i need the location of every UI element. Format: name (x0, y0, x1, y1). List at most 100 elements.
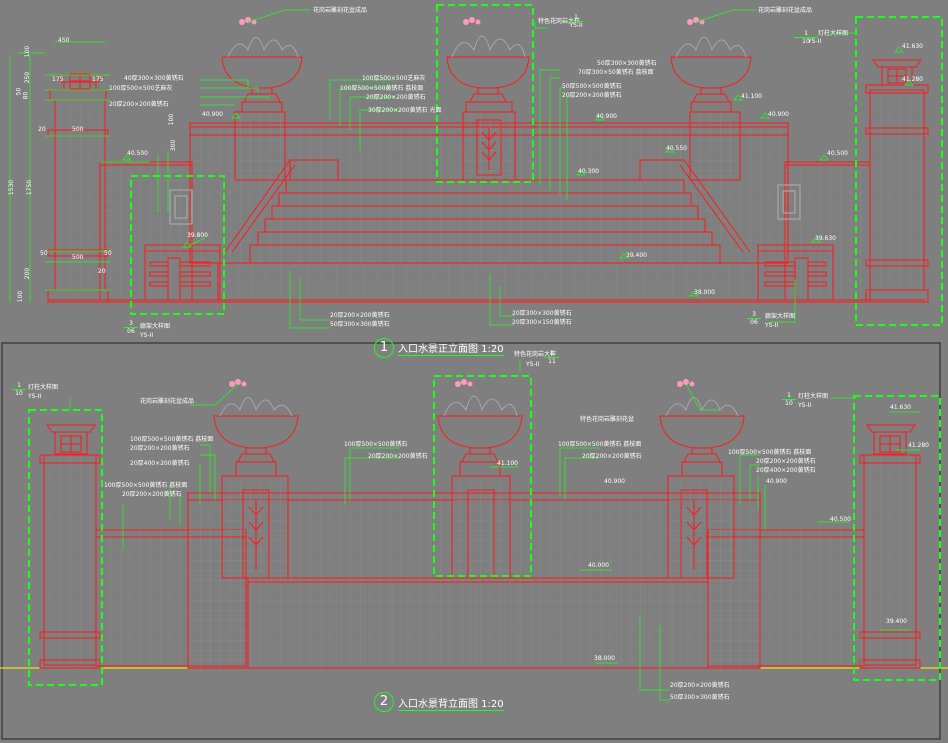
b-ref-left-text: 灯柱大样图 (28, 384, 59, 391)
b-note-c2: 20厚200×200黄锈石 (368, 453, 428, 460)
ref-num: 1 (17, 382, 21, 389)
view-number-1: 1 (374, 338, 394, 358)
note-b3: 20厚300×300黄锈石 (512, 310, 572, 317)
b-elev-40500: 40.500 (830, 516, 851, 523)
dim-20b: 20 (98, 268, 106, 275)
b-note-r3: 100厚500×500黄锈石 荔枝面 (728, 449, 812, 456)
elev-40900-center: 40.900 (596, 113, 617, 120)
note-n1: 40厚300×300黄锈石 (124, 75, 184, 82)
b-elev-38000: 38.000 (594, 655, 615, 662)
b-note-l2: 20厚200×200黄锈石 (130, 445, 190, 452)
b-note-c1: 100厚500×500黄锈石 (344, 441, 408, 448)
elev-40500-right: 40.500 (827, 150, 848, 157)
dim-50a: 50 (15, 87, 23, 96)
dim-1530: 1530 (8, 179, 16, 196)
ref-bottom-left-text: 廊架大样图 (140, 323, 171, 330)
dim-500-bottom: 500 (72, 254, 84, 261)
b-note-l1: 100厚500×500黄锈石 荔枝面 (130, 436, 214, 443)
b-elev-41280: 41.280 (908, 442, 929, 449)
b-elev-40900-center: 40.900 (604, 478, 625, 485)
dim-300: 300 (170, 139, 178, 152)
b-note-pot-right: 特色花岗岩雕刻花盆 (580, 416, 635, 423)
b-ref-center-code: YS-II (526, 361, 540, 368)
ref-num: 1 (787, 392, 791, 399)
elev-40300: 40.300 (578, 168, 599, 175)
b-note-r1: 100厚500×500黄锈石 荔枝面 (558, 441, 642, 448)
dim-50b: 50 (40, 250, 48, 257)
elev-39400: 39.400 (626, 252, 647, 259)
b-elev-41100: 41.100 (497, 460, 518, 467)
view-number-2: 2 (374, 692, 394, 712)
ref-top-right-text: 灯柱大样图 (818, 30, 849, 37)
note-pot-left: 花岗岩雕刻花盆成品 (313, 7, 368, 14)
note-n9: 70厚300×50黄锈石 荔枝面 (578, 69, 654, 76)
b-note-l5: 20厚200×200黄锈石 (122, 491, 182, 498)
ref-num: 1 (550, 350, 554, 357)
ref-bottom-left-code: YS-II (140, 332, 154, 339)
b-ref-center[interactable]: 1 11 (545, 350, 559, 365)
note-n10: 50厚500×500黄锈石 (562, 83, 622, 90)
note-n4: 100厚500×500芝麻灰 (362, 75, 426, 82)
ref-bottom-right-code: YS-II (765, 322, 779, 329)
ref-bottom-left[interactable]: 3 06 (124, 320, 138, 335)
view-title-front: 入口水景正立面图 1:20 (398, 340, 504, 356)
ref-bottom-right-text: 廊架大样图 (765, 313, 796, 320)
ref-sheet: 06 (747, 318, 761, 326)
dim-100c: 100 (168, 113, 176, 126)
dim-175-left: 175 (52, 76, 64, 83)
elev-41630: 41.630 (902, 43, 923, 50)
ref-sheet: 10 (12, 389, 26, 397)
b-ref-right-text: 灯柱大样图 (798, 393, 829, 400)
b-elev-40900-right: 40.900 (766, 478, 787, 485)
elev-38000: 38.000 (694, 289, 715, 296)
b-ref-left[interactable]: 1 10 (12, 382, 26, 397)
ref-top-right[interactable]: 1 10 (794, 30, 818, 45)
dim-100: 100 (24, 45, 32, 58)
dim-450: 450 (58, 37, 70, 44)
b-note-r4: 20厚200×200黄锈石 (756, 458, 816, 465)
b-note-bt1: 20厚200×200黄锈石 (670, 682, 730, 689)
elev-40550: 40.550 (666, 145, 687, 152)
right-pillar (869, 89, 925, 291)
left-pillar (54, 99, 106, 291)
note-n8: 50厚300×300黄锈石 (597, 60, 657, 67)
note-n7: 30厚200×200黄锈石 光面 (368, 107, 442, 114)
b-elev-41630: 41.630 (890, 404, 911, 411)
back-elevation (0, 415, 948, 669)
note-b2: 50厚300×300黄锈石 (330, 321, 390, 328)
note-n6: 20厚200×200黄锈石 (366, 94, 426, 101)
b-elev-40000: 40.000 (588, 562, 609, 569)
dim-100b: 100 (17, 290, 25, 303)
elev-40900-right: 40.900 (768, 111, 789, 118)
note-n5: 100厚500×500黄锈石 荔枝面 (340, 85, 424, 92)
ref-sheet: YS-II (569, 21, 583, 29)
dim-500-top: 500 (72, 126, 84, 133)
dim-80: 80 (22, 91, 30, 100)
ref-num: 1 (574, 14, 578, 21)
ref-top-center[interactable]: 1 YS-II (569, 14, 583, 29)
note-n11: 20厚200×200黄锈石 (562, 92, 622, 99)
elev-40900-left: 40.900 (202, 111, 223, 118)
b-ref-right-code: YS-II (798, 402, 812, 409)
elev-41280: 41.280 (902, 76, 923, 83)
view-title-back: 入口水景背立面图 1:20 (398, 695, 504, 711)
b-ref-right[interactable]: 1 10 (782, 392, 796, 407)
ref-bottom-right[interactable]: 3 06 (747, 311, 761, 326)
note-n2: 100厚500×500芝麻灰 (109, 85, 173, 92)
dim-20a: 20 (38, 126, 46, 133)
ref-num: 1 (804, 30, 808, 37)
dim-50c: 50 (104, 250, 112, 257)
dim-175-right: 175 (92, 76, 104, 83)
ref-num: 3 (129, 320, 133, 327)
b-note-pot-left: 花岗岩雕刻花盆成品 (140, 398, 195, 405)
elev-40500-left: 40.500 (127, 150, 148, 157)
ref-sheet: 06 (124, 327, 138, 335)
b-ref-center-text: 特色花岗岩大样 (514, 351, 557, 358)
dim-200: 200 (24, 267, 32, 280)
ref-num: 3 (752, 311, 756, 318)
note-n3: 20厚200×200黄锈石 (109, 101, 169, 108)
b-note-bt2: 50厚300×300黄锈石 (670, 694, 730, 701)
dim-250: 250 (24, 71, 32, 84)
